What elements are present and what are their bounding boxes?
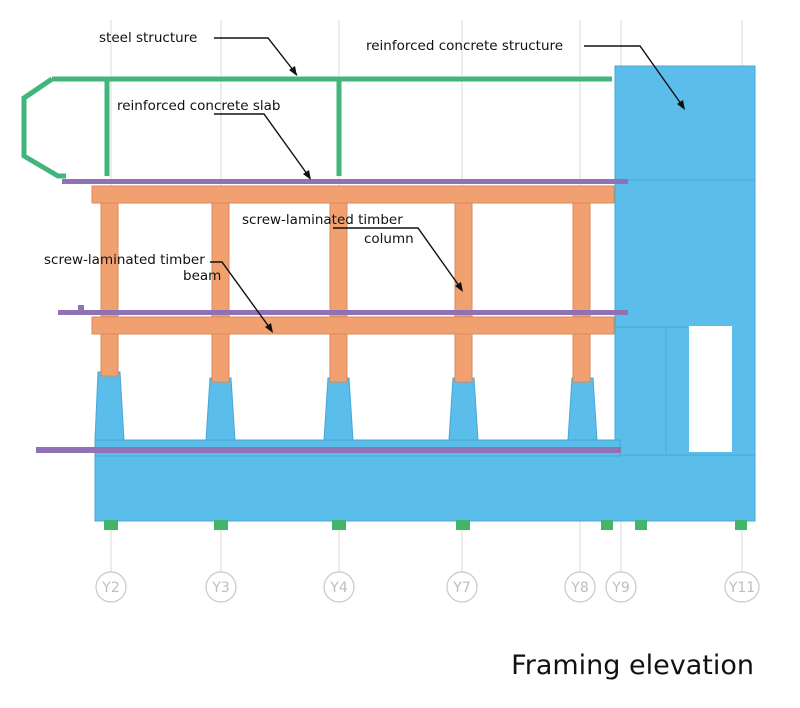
figure-title: Framing elevation: [511, 650, 754, 681]
timber-column: [100, 185, 119, 377]
rc-pier: [448, 377, 479, 441]
rc-slabs: [36, 179, 628, 453]
timber-beams: [91, 185, 615, 335]
rc-pier: [94, 371, 125, 441]
label-rc-structure: reinforced concrete structure: [366, 38, 563, 54]
grid-axis-markers: Y2 Y3 Y4 Y7 Y8 Y9 Y11: [95, 571, 760, 603]
timber-beam-lower: [91, 316, 615, 335]
arrowhead: [455, 282, 463, 292]
footings: [104, 520, 747, 530]
label-slt-column-1: screw-laminated timber: [242, 212, 403, 228]
arrowhead: [289, 66, 297, 76]
label-slt-column-2: column: [364, 231, 414, 247]
axis-marker-y11: Y11: [724, 571, 760, 603]
rc-foundation-wall: [94, 454, 756, 522]
leader-slt-beam: [210, 261, 273, 332]
leader-rc-slab: [214, 113, 311, 179]
axis-label: Y9: [611, 580, 629, 596]
rc-core-opening: [689, 326, 732, 452]
axis-label: Y11: [728, 580, 755, 596]
footing: [214, 520, 228, 530]
leader-arrowheads: [265, 66, 685, 333]
label-steel-structure: steel structure: [99, 30, 197, 46]
footing: [332, 520, 346, 530]
axis-label: Y2: [101, 580, 119, 596]
slab-stub: [78, 305, 84, 311]
label-slt-beam-1: screw-laminated timber: [44, 252, 205, 268]
axis-label: Y7: [452, 580, 470, 596]
arrowhead: [677, 100, 685, 110]
leader-lines: [210, 37, 685, 332]
rc-pier: [323, 377, 354, 441]
rc-pier: [567, 377, 598, 441]
steel-canopy-frame: [21, 76, 66, 179]
axis-marker-y9: Y9: [605, 571, 637, 603]
timber-column: [211, 185, 230, 383]
footing: [635, 520, 647, 530]
leader-slt-column: [333, 227, 463, 291]
timber-column: [572, 185, 591, 383]
axis-marker-y3: Y3: [205, 571, 237, 603]
rc-core-block: [614, 65, 756, 522]
leader-rc-structure: [584, 45, 685, 109]
axis-marker-y7: Y7: [446, 571, 478, 603]
axis-label: Y8: [570, 580, 588, 596]
footing: [735, 520, 747, 530]
arrowhead: [265, 323, 273, 333]
axis-marker-y4: Y4: [323, 571, 355, 603]
axis-label: Y3: [211, 580, 229, 596]
rc-slab-lower: [36, 447, 621, 453]
arrowhead: [303, 170, 311, 180]
label-rc-slab: reinforced concrete slab: [117, 98, 280, 114]
steel-structure: [21, 76, 612, 179]
rc-slab-middle: [58, 310, 628, 315]
labels: steel structure reinforced concrete stru…: [44, 30, 563, 284]
label-slt-beam-2: beam: [183, 268, 221, 284]
leader-steel: [214, 37, 298, 76]
axis-marker-y2: Y2: [95, 571, 127, 603]
rc-pier: [205, 377, 236, 441]
axis-marker-y8: Y8: [564, 571, 596, 603]
timber-beam-upper: [91, 185, 615, 204]
footing: [456, 520, 470, 530]
footing: [104, 520, 118, 530]
rc-podium: [94, 371, 756, 522]
rc-core: [614, 65, 756, 522]
footing: [601, 520, 613, 530]
axis-label: Y4: [329, 580, 348, 596]
rc-slab-upper: [62, 179, 628, 184]
